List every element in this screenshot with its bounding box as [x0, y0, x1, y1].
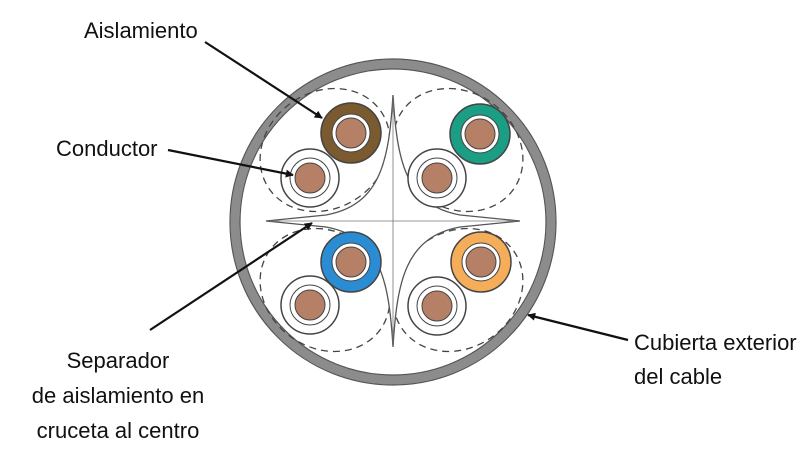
conductor-white-bottom-right — [407, 276, 467, 336]
conductor-brown — [320, 102, 382, 164]
conductor-orange — [450, 231, 512, 293]
conductor-white-top-right — [407, 148, 467, 208]
label-separador-line2: de aislamiento en — [32, 383, 204, 408]
conductor-blue — [320, 231, 382, 293]
jacket-inner-edge — [239, 68, 547, 376]
arrow-cubierta — [527, 312, 629, 342]
arrow-conductor — [167, 148, 294, 178]
arrow-aislamiento — [204, 41, 323, 119]
leader-arrows — [149, 41, 629, 342]
label-cubierta-line1: Cubierta exterior — [634, 330, 797, 355]
conductor-white-top-left — [280, 148, 340, 208]
label-cubierta-line2: del cable — [634, 364, 722, 389]
label-separador-line1: Separador — [67, 348, 170, 373]
conductor-white-bottom-left — [280, 275, 340, 335]
label-aislamiento: Aislamiento — [84, 18, 198, 43]
conductor-green — [449, 103, 511, 165]
label-separador-line3: cruceta al centro — [37, 418, 200, 443]
arrow-separador — [149, 222, 313, 331]
label-conductor: Conductor — [56, 136, 158, 161]
pair-boundary-bottom-right — [392, 227, 524, 353]
jacket-outer-edge — [229, 58, 557, 386]
pair-boundary-top-left — [259, 87, 391, 213]
